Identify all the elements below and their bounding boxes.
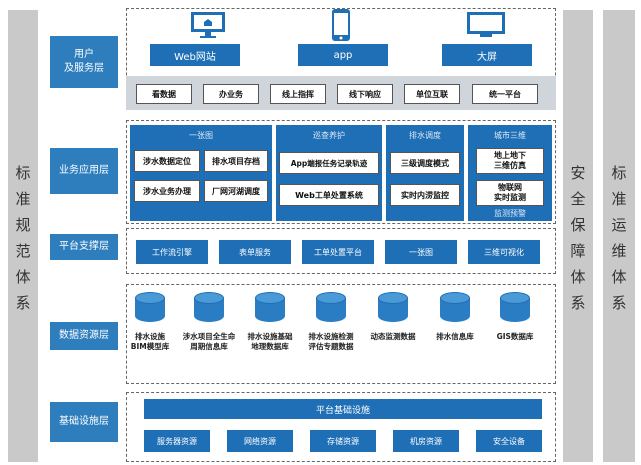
- database-label: 排水信息库: [436, 332, 474, 341]
- side-char: 系: [570, 294, 586, 312]
- app-item: Web工单处置系统: [279, 184, 379, 206]
- side-char: 全: [570, 190, 586, 208]
- app-item: 物联网 实时监测: [476, 180, 544, 206]
- side-char: 准: [15, 190, 31, 208]
- database-label: 排水设施检测评估专题数据: [308, 332, 354, 351]
- platform-item: 三维可视化: [468, 240, 540, 264]
- security-column: 安 全 保 障 体 系: [563, 10, 593, 462]
- infra-layer-frame: [126, 392, 556, 462]
- side-char: 标: [611, 164, 627, 182]
- database-icon: [255, 292, 285, 326]
- service-box: 看数据: [136, 84, 192, 104]
- side-char: 障: [570, 242, 586, 260]
- service-box: 统一平台: [472, 84, 538, 104]
- app-item: 三级调度模式: [390, 152, 460, 174]
- service-box: 线上指挥: [270, 84, 326, 104]
- panel-one-map: [130, 125, 272, 221]
- layer-label-platform: 平台支撑层: [50, 234, 118, 260]
- standard-spec-column: 标 准 规 范 体 系: [8, 10, 38, 462]
- side-char: 准: [611, 190, 627, 208]
- service-box: 线下响应: [337, 84, 393, 104]
- data-layer-frame: [126, 284, 556, 384]
- side-char: 体: [611, 268, 627, 286]
- database-label: 排水设施基础地理数据库: [247, 332, 293, 351]
- database-icon: [194, 292, 224, 326]
- channel-app: app: [298, 44, 388, 66]
- database-icon: [135, 292, 165, 326]
- database-label: 排水设施BIM模型库: [130, 332, 170, 351]
- ops-column: 标 准 运 维 体 系: [603, 10, 635, 462]
- app-item: 厂网河湖调度: [204, 180, 268, 202]
- side-char: 保: [570, 216, 586, 234]
- database-icon: [378, 292, 408, 326]
- infra-item: 服务器资源: [144, 430, 210, 452]
- monitor-icon: [191, 12, 225, 38]
- side-char: 运: [611, 216, 627, 234]
- layer-label-infra: 基础设施层: [50, 402, 118, 442]
- database-icon: [500, 292, 530, 326]
- infra-item: 安全设备: [476, 430, 542, 452]
- panel-title: 一张图: [189, 131, 213, 140]
- panel-footer: 监测预警: [494, 209, 526, 218]
- database-label: 涉水项目全生命周期信息库: [182, 332, 236, 351]
- layer-label-app: 业务应用层: [50, 148, 118, 194]
- side-char: 系: [611, 294, 627, 312]
- side-char: 系: [15, 294, 31, 312]
- database-icon: [440, 292, 470, 326]
- infra-item: 网络资源: [227, 430, 293, 452]
- panel-title: 城市三维: [494, 131, 526, 140]
- channel-big-screen: 大屏: [442, 44, 532, 66]
- platform-item: 工作流引擎: [136, 240, 208, 264]
- platform-item: 工单处置平台: [302, 240, 374, 264]
- side-char: 安: [570, 164, 586, 182]
- side-char: 体: [15, 268, 31, 286]
- side-char: 标: [15, 164, 31, 182]
- app-item: 涉水业务办理: [134, 180, 200, 202]
- app-item: App端报任务记录轨迹: [279, 152, 379, 174]
- large-screen-icon: [467, 12, 505, 37]
- app-item: 实时内涝监控: [390, 184, 460, 206]
- side-char: 维: [611, 242, 627, 260]
- side-char: 规: [15, 216, 31, 234]
- infra-item: 机房资源: [393, 430, 459, 452]
- app-item: 涉水数据定位: [134, 150, 200, 172]
- infra-item: 存储资源: [310, 430, 376, 452]
- app-layer-frame: [126, 120, 556, 224]
- database-label: GIS数据库: [496, 332, 534, 341]
- layer-label-user: 用户 及服务层: [50, 36, 118, 88]
- platform-item: 一张图: [385, 240, 457, 264]
- side-char: 体: [570, 268, 586, 286]
- panel-title: 排水调度: [409, 131, 441, 140]
- layer-label-data: 数据资源层: [50, 322, 118, 350]
- app-item: 排水项目存档: [204, 150, 268, 172]
- database-icon: [316, 292, 346, 326]
- phone-icon: [332, 9, 350, 41]
- app-item: 地上地下 三维仿真: [476, 148, 544, 174]
- panel-title: 巡查养护: [313, 131, 345, 140]
- service-box: 办业务: [203, 84, 259, 104]
- service-box: 单位互联: [404, 84, 460, 104]
- infra-platform-bar: 平台基础设施: [144, 399, 542, 419]
- database-label: 动态监测数据: [370, 332, 416, 341]
- channel-web: Web网站: [150, 44, 240, 66]
- side-char: 范: [15, 242, 31, 260]
- platform-item: 表单服务: [219, 240, 291, 264]
- platform-layer-frame: [126, 228, 556, 274]
